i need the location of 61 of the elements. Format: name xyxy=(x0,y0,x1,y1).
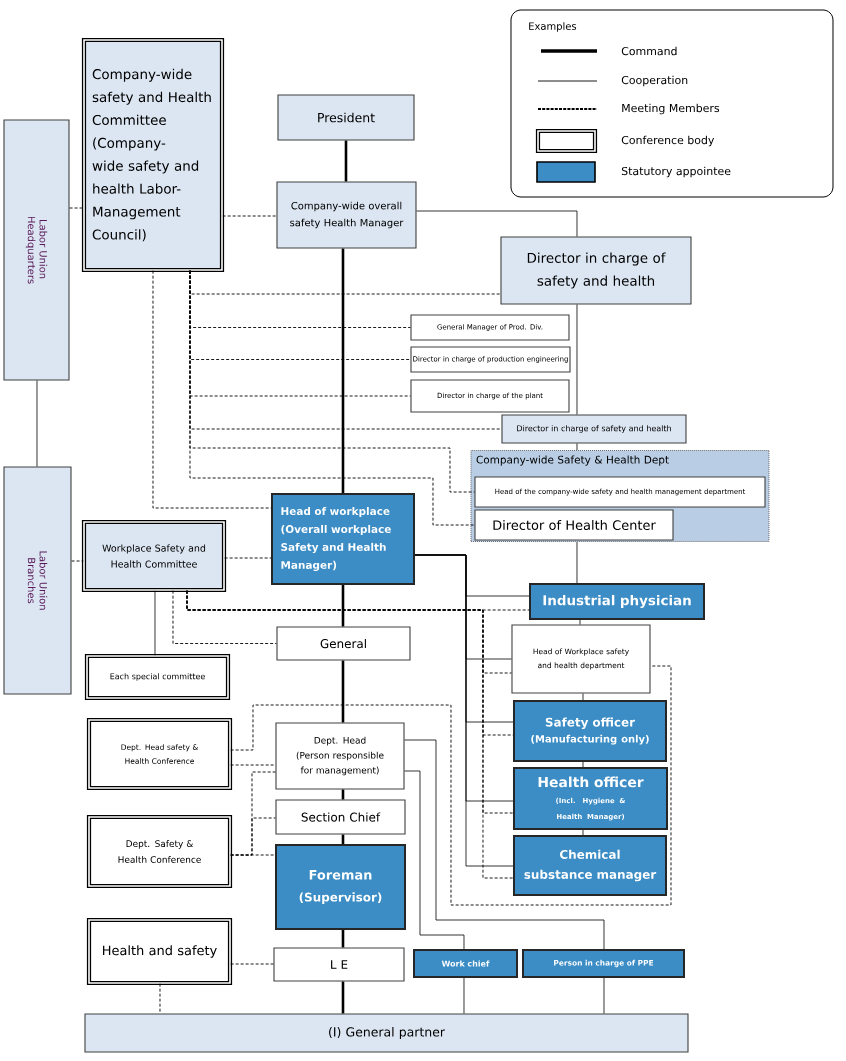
connector-line xyxy=(341,930,345,948)
connector-line xyxy=(186,590,514,879)
connector-line xyxy=(582,829,584,836)
appointee-box: Chemical substance manager xyxy=(513,835,667,896)
connector-line xyxy=(230,963,274,965)
connector-line xyxy=(71,560,84,562)
committee-box: Company-wide safety and Health Committee (Company-wide safety and health Labor-Management Council) xyxy=(81,37,225,273)
role-box: Company-wide overall safety Health Manager xyxy=(276,181,417,249)
connector-line xyxy=(159,983,161,1014)
committee-box: Dept. Safety & Health Conference xyxy=(86,814,233,889)
connector-line xyxy=(341,834,345,844)
connector-line xyxy=(341,660,345,723)
legend-text: Meeting Members xyxy=(622,103,720,115)
legend-text: Statutory appointee xyxy=(621,166,731,178)
connector-line xyxy=(582,761,584,768)
committee-box: Workplace Safety and Health Committee xyxy=(81,519,227,593)
role-box: General xyxy=(276,626,411,661)
connector-line xyxy=(576,304,578,415)
connector-line xyxy=(172,590,277,644)
role-box: Dept. Head (Person responsible for management) xyxy=(275,722,405,790)
connector-line xyxy=(230,764,276,766)
role-box: L E xyxy=(273,947,405,982)
connector-line xyxy=(69,207,84,209)
role-box: Director in charge of safety and health xyxy=(500,236,692,305)
role-box: President xyxy=(277,94,415,141)
connector-line xyxy=(579,619,581,625)
connector-line xyxy=(230,665,672,906)
legend-title: Examples xyxy=(529,22,577,32)
connector-line xyxy=(36,380,38,467)
appointee-box: Head of workplace (Overall workplace Safety and Health Manager) xyxy=(271,493,415,585)
role-box: Director of Health Center xyxy=(474,509,674,541)
appointee-box: Safety officer (Manufacturing only) xyxy=(513,700,667,762)
appointee-box: Industrial physician xyxy=(529,583,705,620)
connector-line xyxy=(224,557,272,559)
connector-line xyxy=(416,210,578,237)
connector-line xyxy=(576,443,578,451)
connector-line xyxy=(344,140,348,182)
connector-line xyxy=(341,981,345,1014)
connector-line xyxy=(404,739,605,950)
connector-line xyxy=(222,215,277,217)
connector-line xyxy=(603,977,605,1014)
legend-text: Cooperation xyxy=(621,75,688,87)
connector-line xyxy=(576,541,578,584)
role-box: (I) General partner xyxy=(84,1013,689,1053)
connector-line xyxy=(582,693,584,701)
legend-text: Conference body xyxy=(621,135,715,147)
legend-text: Command xyxy=(621,46,677,56)
connector-line xyxy=(152,270,272,509)
connector-line xyxy=(341,585,345,627)
connector-line xyxy=(341,248,345,493)
connector-line xyxy=(230,854,276,856)
union-box: Branches Labor Union xyxy=(3,466,72,695)
connector-line xyxy=(404,770,465,950)
role-box: Section Chief xyxy=(275,799,406,835)
connector-line xyxy=(463,977,465,1014)
committee-box: Health and safety xyxy=(86,917,233,986)
connector-line xyxy=(154,590,156,656)
connector-line xyxy=(414,554,514,867)
appointee-box: Foreman (Supervisor) xyxy=(275,844,406,930)
union-box: Headquarters Labor Union xyxy=(3,119,70,381)
connector-line xyxy=(341,789,345,800)
